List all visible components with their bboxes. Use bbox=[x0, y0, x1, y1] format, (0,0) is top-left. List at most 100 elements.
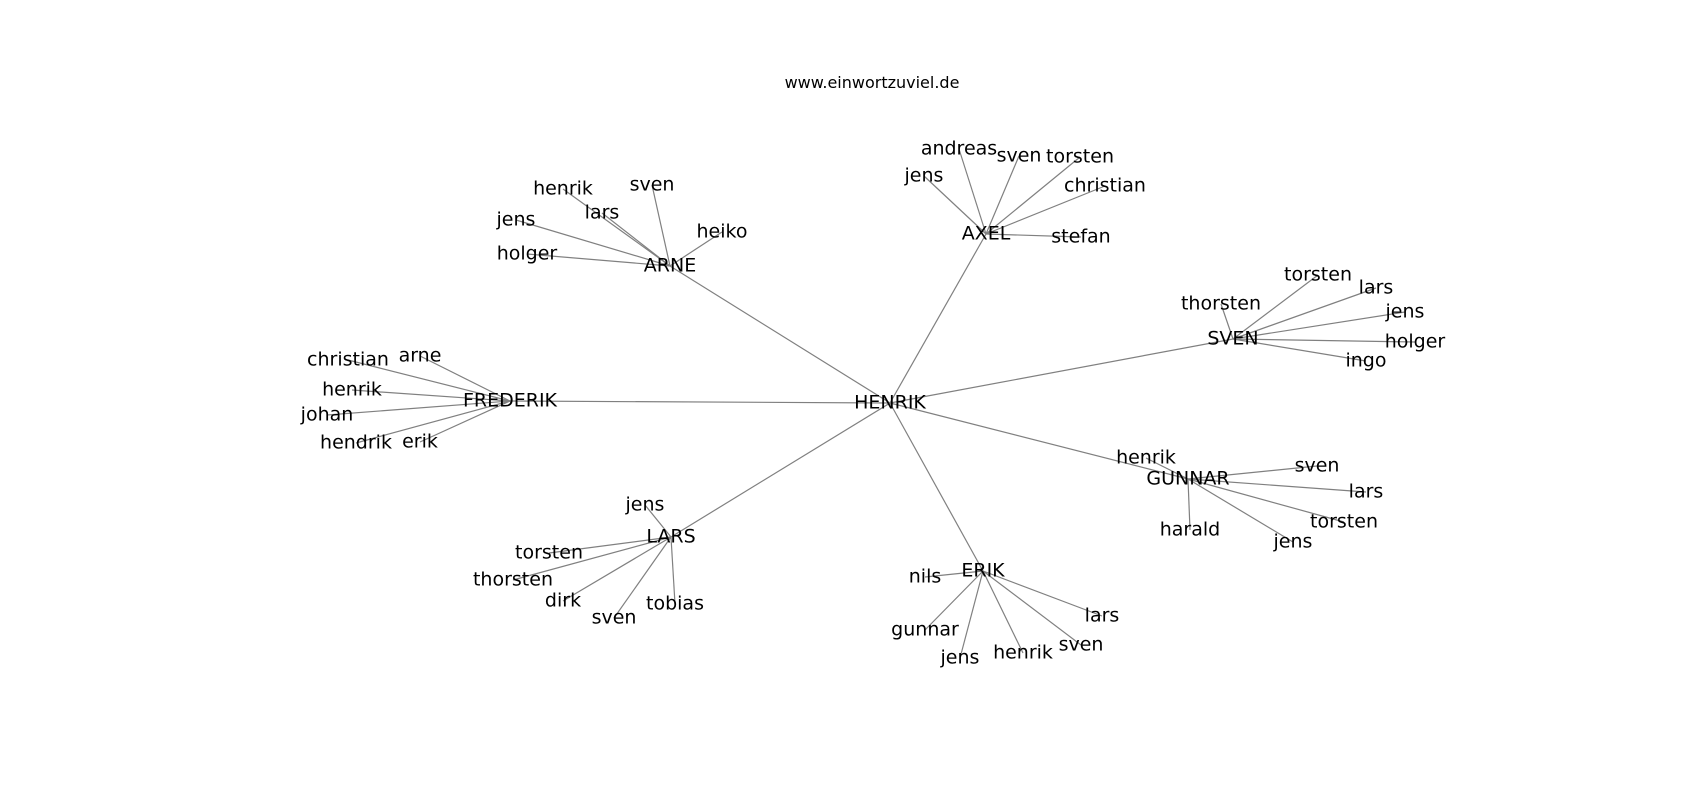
node-gunnar-child-4: torsten bbox=[1310, 511, 1378, 533]
edge-arne-sven bbox=[651, 184, 671, 267]
node-arne-child-3: lars bbox=[585, 202, 620, 224]
edge-arne-heiko bbox=[669, 231, 723, 267]
edge-root-axel bbox=[889, 233, 987, 404]
node-lars-child-1: jens bbox=[625, 494, 665, 516]
edge-erik-sven bbox=[982, 570, 1082, 646]
node-axel-child-3: torsten bbox=[1046, 146, 1114, 168]
node-sven-child-2: lars bbox=[1359, 277, 1394, 299]
node-erik-child-1: nils bbox=[909, 566, 942, 588]
node-arne-child-6: holger bbox=[497, 243, 558, 265]
node-gunnar-child-6: harald bbox=[1160, 519, 1220, 541]
edge-gunnar-jens bbox=[1187, 478, 1294, 543]
edge-lars-jens bbox=[644, 504, 672, 538]
edge-arne-jens bbox=[515, 219, 671, 267]
edge-sven-torsten bbox=[1232, 274, 1319, 340]
node-erik-child-3: jens bbox=[940, 647, 980, 669]
node-erik-child-6: lars bbox=[1085, 605, 1120, 627]
node-axel-child-4: jens bbox=[904, 165, 944, 187]
edge-frederik-henrik bbox=[351, 389, 511, 402]
node-group-sven: SVEN bbox=[1207, 328, 1258, 350]
node-root-henrik: HENRIK bbox=[854, 392, 926, 414]
edge-erik-henrik bbox=[982, 570, 1024, 654]
edge-sven-jens bbox=[1232, 311, 1406, 340]
node-axel-child-1: andreas bbox=[921, 138, 997, 160]
node-sven-child-6: ingo bbox=[1345, 350, 1386, 372]
node-group-erik: ERIK bbox=[961, 560, 1005, 582]
node-arne-child-1: henrik bbox=[533, 178, 593, 200]
node-lars-child-3: thorsten bbox=[473, 569, 553, 591]
edge-axel-christian bbox=[985, 185, 1106, 235]
edge-sven-holger bbox=[1232, 338, 1416, 343]
edge-frederik-christian bbox=[347, 359, 511, 402]
node-lars-child-5: sven bbox=[592, 607, 637, 629]
node-erik-child-5: sven bbox=[1059, 634, 1104, 656]
edge-lars-dirk bbox=[562, 536, 672, 602]
edge-lars-tobias bbox=[670, 536, 676, 605]
edge-gunnar-harald bbox=[1187, 478, 1191, 531]
node-lars-child-6: tobias bbox=[646, 593, 704, 615]
edge-axel-andreas bbox=[958, 148, 987, 235]
edge-erik-nils bbox=[924, 570, 984, 578]
edge-axel-torsten bbox=[985, 156, 1081, 235]
edge-erik-jens bbox=[959, 570, 984, 659]
edge-gunnar-sven bbox=[1187, 465, 1318, 480]
edge-arne-lars bbox=[601, 212, 671, 267]
edge-lars-torsten bbox=[548, 536, 672, 554]
node-sven-child-5: holger bbox=[1385, 331, 1446, 353]
node-arne-child-4: jens bbox=[496, 209, 536, 231]
graph-edges bbox=[326, 148, 1416, 659]
node-arne-child-5: heiko bbox=[697, 221, 748, 243]
edge-gunnar-henrik bbox=[1145, 457, 1189, 480]
node-frederik-child-4: johan bbox=[300, 404, 354, 426]
edge-root-lars bbox=[670, 402, 891, 538]
node-erik-child-4: henrik bbox=[993, 642, 1053, 664]
node-sven-child-4: jens bbox=[1385, 301, 1425, 323]
edge-gunnar-lars bbox=[1187, 478, 1367, 493]
edge-frederik-erik bbox=[419, 400, 511, 443]
node-erik-child-2: gunnar bbox=[891, 619, 959, 641]
edge-sven-lars bbox=[1232, 287, 1377, 340]
node-sven-child-3: thorsten bbox=[1181, 293, 1261, 315]
node-sven-child-1: torsten bbox=[1284, 264, 1352, 286]
edge-erik-lars bbox=[982, 570, 1103, 617]
edge-sven-ingo bbox=[1232, 338, 1367, 362]
node-axel-child-6: stefan bbox=[1051, 226, 1110, 248]
edge-root-frederik bbox=[509, 400, 891, 404]
node-group-axel: AXEL bbox=[962, 223, 1011, 245]
edge-root-arne bbox=[669, 265, 891, 404]
node-group-gunnar: GUNNAR bbox=[1146, 468, 1229, 490]
edge-sven-thorsten bbox=[1220, 303, 1234, 340]
edge-root-gunnar bbox=[889, 402, 1189, 480]
node-axel-child-2: sven bbox=[997, 145, 1042, 167]
edge-lars-sven bbox=[613, 536, 672, 619]
edge-root-erik bbox=[889, 402, 984, 572]
node-gunnar-child-2: sven bbox=[1295, 455, 1340, 477]
edge-gunnar-torsten bbox=[1187, 478, 1345, 523]
node-frederik-child-2: arne bbox=[399, 345, 442, 367]
edge-frederik-johan bbox=[326, 400, 511, 416]
edge-axel-sven bbox=[985, 155, 1020, 235]
edge-axel-stefan bbox=[985, 233, 1082, 238]
edge-frederik-arne bbox=[419, 355, 511, 402]
node-frederik-child-5: hendrik bbox=[320, 432, 392, 454]
node-group-lars: LARS bbox=[646, 526, 695, 548]
node-group-arne: ARNE bbox=[644, 255, 696, 277]
node-frederik-child-1: christian bbox=[307, 349, 389, 371]
edge-arne-holger bbox=[526, 253, 671, 267]
node-gunnar-child-5: jens bbox=[1273, 531, 1313, 553]
node-gunnar-child-3: lars bbox=[1349, 481, 1384, 503]
node-gunnar-child-1: henrik bbox=[1116, 447, 1176, 469]
node-axel-child-5: christian bbox=[1064, 175, 1146, 197]
node-frederik-child-6: erik bbox=[402, 431, 438, 453]
node-frederik-child-3: henrik bbox=[322, 379, 382, 401]
edge-lars-thorsten bbox=[512, 536, 672, 581]
node-arne-child-2: sven bbox=[630, 174, 675, 196]
node-lars-child-4: dirk bbox=[545, 590, 581, 612]
node-lars-child-2: torsten bbox=[515, 542, 583, 564]
node-group-frederik: FREDERIK bbox=[463, 390, 558, 412]
edge-erik-gunnar bbox=[924, 570, 984, 631]
edge-frederik-hendrik bbox=[355, 400, 511, 444]
edge-root-sven bbox=[889, 338, 1234, 404]
